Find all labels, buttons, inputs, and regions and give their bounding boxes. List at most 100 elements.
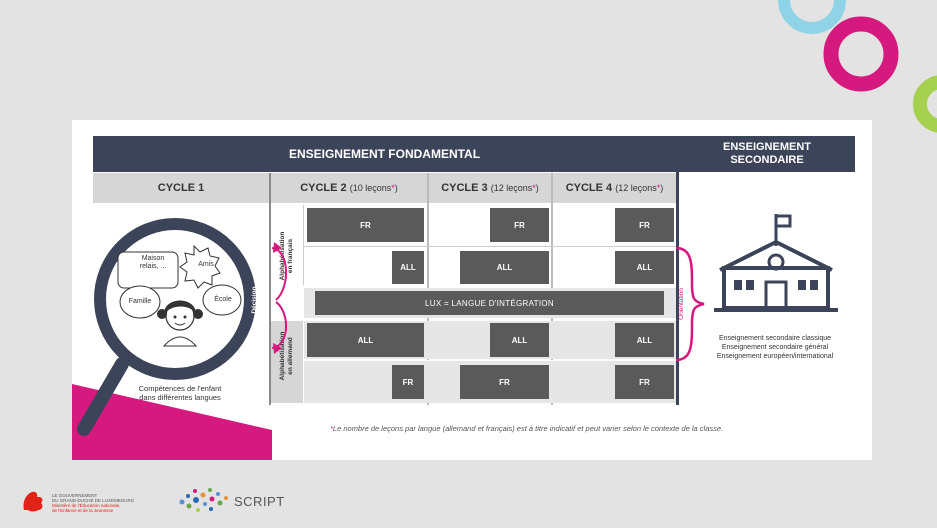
- secondary-line3: Enseignement européen/international: [716, 353, 834, 360]
- box-fr-c2-de-text: FR: [402, 377, 414, 387]
- box-fr-c4-top-text: FR: [639, 220, 650, 230]
- box-all-c2-de-text: ALL: [357, 335, 374, 345]
- box-all-c2-fr-text: ALL: [400, 263, 416, 272]
- header-fondamental: ENSEIGNEMENT FONDAMENTAL: [93, 136, 676, 172]
- cycle3-label: CYCLE 3: [441, 182, 488, 194]
- bubble-ecole: École: [204, 296, 242, 304]
- bubble-shape-3: [119, 285, 161, 319]
- box-fr-c4-de-text: FR: [639, 377, 650, 387]
- box-fr-c4-de: FR: [615, 365, 674, 399]
- decision-arrows: [271, 242, 288, 354]
- bubble-amis: Amis: [188, 261, 224, 269]
- bubble-maison: Maison relais, ...: [128, 255, 180, 271]
- bubble-shape-4: [202, 284, 242, 316]
- decorative-circles: [778, 0, 937, 133]
- box-fr-c4-top: FR: [615, 208, 674, 242]
- gov-line3: Ministère de l'Éducation nationale,: [52, 503, 121, 508]
- box-fr-c2-de: FR: [392, 365, 424, 399]
- row-divider-1: [304, 246, 676, 247]
- footnote-star: *: [330, 424, 333, 433]
- cycle1-header: CYCLE 1: [93, 173, 269, 203]
- box-fr-c3-top: FR: [490, 208, 549, 242]
- child-eye-left: [173, 315, 177, 319]
- cycle4-label: CYCLE 4: [565, 182, 613, 194]
- bubble-maison-text: Maison relais, ...: [139, 255, 167, 270]
- cycle3-header: CYCLE 3 (12 leçons*): [429, 173, 551, 203]
- cycle2-lessons: (10 leçons: [349, 183, 392, 193]
- box-all-c3-de: ALL: [490, 323, 549, 357]
- bubble-shape-2: [179, 244, 221, 289]
- cycle3-lessons: (12 leçons: [490, 183, 533, 193]
- gov-logo-text: LE GOUVERNEMENT DU GRAND-DUCHÉ DE LUXEMB…: [52, 493, 172, 513]
- child-mouth: [174, 322, 186, 326]
- box-fr-c3-de: FR: [460, 365, 549, 399]
- box-lux: LUX = LANGUE D'INTÉGRATION: [315, 291, 664, 315]
- footnote-text: Le nombre de leçons par langue (allemand…: [332, 424, 724, 433]
- side-column-de: [271, 321, 303, 403]
- box-all-c4-de-text: ALL: [636, 335, 653, 345]
- header-secondaire-line2: SECONDAIRE: [730, 154, 804, 166]
- script-logo-text: SCRIPT: [234, 494, 285, 509]
- box-all-c2-de: ALL: [307, 323, 424, 357]
- school-icon: [714, 214, 838, 312]
- pink-wedge: [72, 384, 272, 460]
- cycle1-label: CYCLE 1: [157, 182, 205, 194]
- secondary-line2: Enseignement secondaire général: [721, 344, 829, 351]
- cycle3-asterisk: *: [532, 183, 536, 193]
- bubble-famille-text: Famille: [128, 298, 152, 305]
- bubble-famille: Famille: [120, 298, 160, 306]
- box-all-c3-fr-text: ALL: [496, 263, 513, 272]
- box-fr-c2-top: FR: [307, 208, 424, 242]
- box-all-c4-fr: ALL: [615, 251, 674, 284]
- decision-text: Décision: [251, 286, 258, 314]
- box-fr-c3-top-text: FR: [514, 220, 525, 230]
- script-text: SCRIPT: [234, 494, 285, 509]
- gov-line2: DU GRAND-DUCHÉ DE LUXEMBOURG: [52, 498, 135, 503]
- separator-c1: [269, 173, 271, 405]
- child-body: [162, 336, 198, 347]
- cycle2-header: CYCLE 2 (10 leçons*): [271, 173, 427, 203]
- header-secondaire-line1: ENSEIGNEMENT: [722, 141, 811, 153]
- script-logo-dots-icon: [179, 488, 228, 512]
- cycle3-close: ): [535, 183, 539, 193]
- orientation-brace: [675, 246, 705, 362]
- gov-line4: de l'Enfance et de la Jeunesse: [52, 508, 114, 513]
- secondary-line1: Enseignement secondaire classique: [718, 335, 832, 342]
- cycle4-header: CYCLE 4 (12 leçons*): [553, 173, 676, 203]
- orientation-text: Orientation: [678, 288, 685, 320]
- cycle1-caption: Compétences de l'enfant dans différentes…: [120, 384, 240, 402]
- header-fondamental-text: ENSEIGNEMENT FONDAMENTAL: [288, 147, 481, 161]
- cycle4-close: ): [660, 183, 664, 193]
- box-fr-c2-top-text: FR: [360, 220, 371, 230]
- footnote: *Le nombre de leçons par langue (alleman…: [330, 424, 860, 433]
- caption-line2: dans différentes langues: [139, 393, 221, 402]
- child-bun-right: [193, 309, 203, 319]
- cycle4-asterisk: *: [656, 183, 661, 193]
- child-hair: [164, 300, 196, 314]
- header-secondaire: ENSEIGNEMENT SECONDAIRE: [679, 136, 855, 172]
- cycle2-asterisk: *: [391, 183, 395, 193]
- secondary-list: Enseignement secondaire classique Enseig…: [690, 334, 860, 361]
- box-all-c2-fr: ALL: [392, 251, 424, 284]
- decision-label: Décision: [251, 280, 259, 320]
- cycle4-lessons: (12 leçons: [615, 183, 657, 193]
- separator-c4: [676, 136, 679, 405]
- caption-line1: Compétences de l'enfant: [138, 384, 222, 393]
- bubble-amis-text: Amis: [198, 261, 214, 268]
- box-all-c4-fr-text: ALL: [636, 263, 653, 272]
- magnifier-handle: [77, 357, 129, 436]
- bubble-ecole-text: École: [214, 296, 232, 303]
- orientation-label: Orientation: [678, 279, 686, 329]
- child-eye-right: [183, 315, 187, 319]
- row-divider-2: [304, 360, 676, 361]
- gov-line1: LE GOUVERNEMENT: [52, 493, 98, 498]
- box-all-c3-de-text: ALL: [511, 335, 528, 345]
- box-fr-c3-de-text: FR: [499, 377, 510, 387]
- child-bun-left: [157, 309, 167, 319]
- box-all-c4-de: ALL: [615, 323, 674, 357]
- luxembourg-lion-icon: [23, 491, 43, 512]
- box-all-c3-fr: ALL: [460, 251, 549, 284]
- cycle2-label: CYCLE 2: [300, 182, 347, 194]
- cycle2-close: ): [394, 183, 398, 193]
- box-lux-text: LUX = LANGUE D'INTÉGRATION: [425, 298, 554, 308]
